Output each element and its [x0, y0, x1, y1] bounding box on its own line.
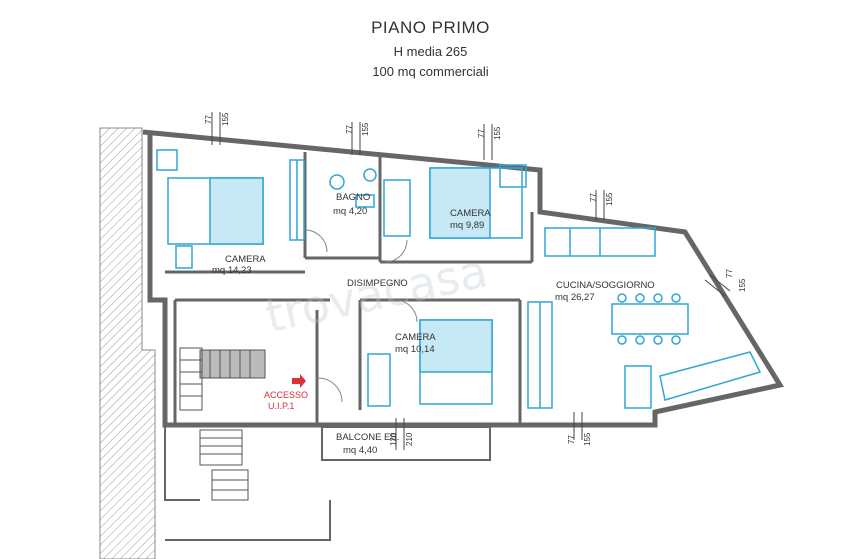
outer-walls [142, 129, 784, 428]
room-cucina-area: mq 26,27 [555, 292, 595, 303]
dim-window5-width: 77 [725, 269, 734, 278]
dim-window6-height: 155 [583, 432, 592, 446]
room-balcone-name: BALCONE ES. [336, 432, 399, 443]
dim-window5-height: 155 [738, 278, 747, 292]
plan-height: H media 265 [393, 44, 468, 59]
room-disimpegno-name: DISIMPEGNO [347, 278, 408, 289]
dim-window3-height: 155 [493, 126, 502, 140]
dim-window1-width: 77 [204, 115, 213, 124]
dim-window2-height: 155 [361, 122, 370, 136]
dim-window3-width: 77 [477, 129, 486, 138]
access-label: ACCESSO [264, 390, 308, 400]
door-swings [304, 229, 418, 403]
room-balcone-area: mq 4,40 [343, 445, 377, 456]
dim-window2-width: 77 [345, 125, 354, 134]
room-bagno-name: BAGNO [336, 192, 370, 203]
dim-window1-height: 155 [221, 112, 230, 126]
stairs-main [179, 347, 266, 411]
room-camera3-name: CAMERA [395, 332, 436, 343]
room-camera3-area: mq 10,14 [395, 344, 435, 355]
window-marks [211, 112, 731, 450]
plan-area: 100 mq commerciali [372, 64, 489, 79]
furniture [156, 149, 762, 409]
dim-window4-height: 155 [605, 192, 614, 206]
room-camera2-name: CAMERA [450, 208, 491, 219]
lower-structure [164, 425, 491, 541]
stairs-lower [199, 429, 249, 501]
room-camera2-area: mq 9,89 [450, 220, 484, 231]
dim-window6-width: 77 [567, 435, 576, 444]
dim-balcony-door-width: 120 [389, 432, 398, 446]
access-arrow-icon [292, 374, 306, 388]
neighbour-wall-hatch [99, 127, 156, 559]
dim-balcony-door-height: 210 [405, 432, 414, 446]
room-camera1-name: CAMERA [225, 254, 266, 265]
interior-walls [165, 152, 534, 425]
room-bagno-area: mq 4,20 [333, 206, 367, 217]
dim-window4-width: 77 [589, 193, 598, 202]
room-cucina-name: CUCINA/SOGGIORNO [556, 280, 655, 291]
plan-title: PIANO PRIMO [371, 18, 490, 37]
room-camera1-area: mq 14,23 [212, 265, 252, 276]
access-unit-label: U.I.P.1 [268, 401, 294, 411]
